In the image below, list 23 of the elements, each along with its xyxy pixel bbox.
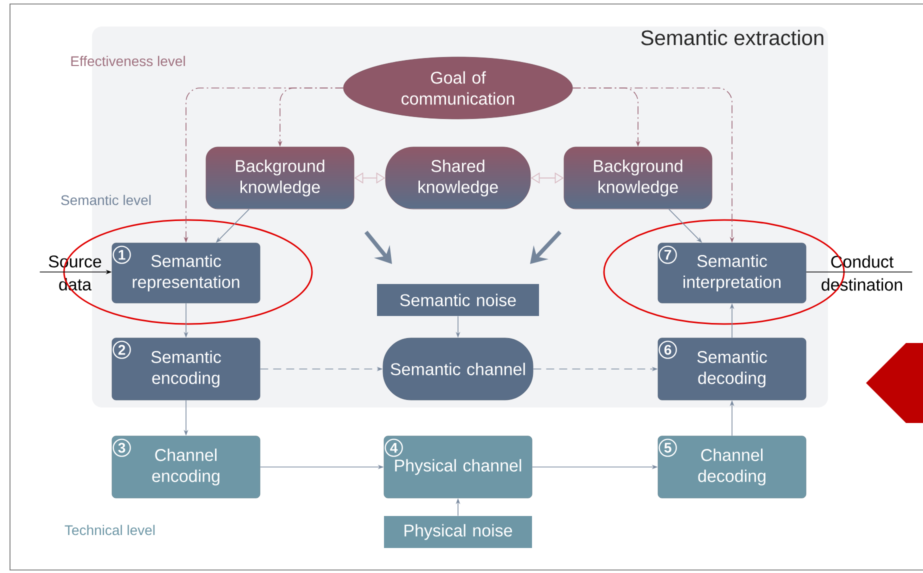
level-label: Technical level <box>64 524 155 536</box>
process-box: Physical channel 4 <box>384 436 532 498</box>
step-number: 2 <box>112 340 131 359</box>
level-label: Semantic level <box>61 194 151 206</box>
noise-box: Physical noise <box>384 516 532 548</box>
process-box: Semantic representation 1 <box>112 242 260 304</box>
process-box: Channel decoding 5 <box>658 436 806 498</box>
step-number: 6 <box>658 340 677 359</box>
process-box: Semantic interpretation 7 <box>658 242 806 304</box>
step-number: 4 <box>384 438 403 457</box>
step-number: 3 <box>112 438 131 457</box>
noise-box: Semantic noise <box>377 284 539 316</box>
step-number: 7 <box>658 246 677 264</box>
process-box: Semantic decoding 6 <box>658 338 806 400</box>
channel-box: Semantic channel <box>382 338 534 400</box>
level-label: Effectiveness level <box>71 56 185 66</box>
step-number: 5 <box>658 438 677 457</box>
step-number: 1 <box>112 246 131 264</box>
knowledge-box: Background knowledge <box>206 146 354 210</box>
knowledge-box: Shared knowledge <box>385 146 531 210</box>
knowledge-box: Background knowledge <box>564 146 712 210</box>
process-box: Channel encoding 3 <box>112 436 260 498</box>
process-box: Semantic encoding 2 <box>112 338 260 400</box>
